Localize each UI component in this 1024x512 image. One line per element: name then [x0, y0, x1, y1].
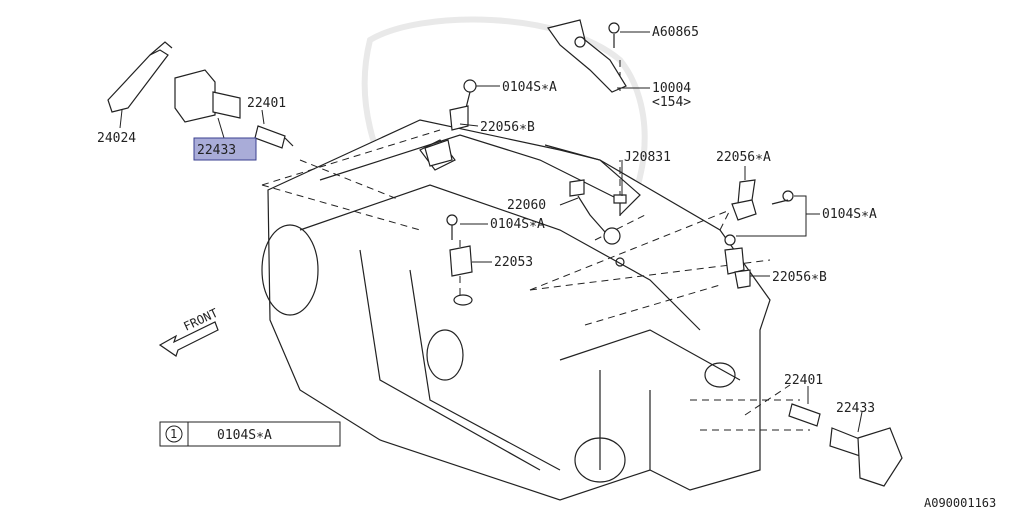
legend-box: 1 0104S∗A — [159, 421, 341, 447]
label-24024[interactable]: 24024 — [97, 131, 136, 146]
label-10004[interactable]: 10004 — [652, 81, 691, 96]
label-j20831[interactable]: J20831 — [624, 150, 671, 165]
sensor-22056a — [731, 179, 794, 221]
ignition-coil-top — [174, 69, 241, 123]
diagram-id: A090001163 — [924, 496, 996, 510]
sensor-22056b-right — [724, 234, 751, 289]
engine-block — [261, 119, 771, 501]
coil-bracket-24024 — [107, 41, 173, 113]
sensor-22053 — [446, 214, 473, 306]
label-22060[interactable]: 22060 — [507, 198, 546, 213]
bracket-10004 — [547, 19, 627, 93]
label-0104sa-top[interactable]: 0104S∗A — [502, 80, 557, 95]
legend-number-circle — [165, 425, 183, 443]
leader-lines — [119, 31, 863, 433]
label-154[interactable]: <154> — [652, 95, 691, 110]
label-22401-top[interactable]: 22401 — [247, 96, 286, 111]
legend-number: 1 — [170, 427, 177, 441]
ignition-coil-bottom — [829, 427, 903, 487]
label-22056b-top[interactable]: 22056∗B — [480, 120, 535, 135]
front-arrow — [158, 321, 219, 357]
label-22401-bottom[interactable]: 22401 — [784, 373, 823, 388]
spark-plug-bottom — [788, 403, 821, 427]
label-22056a[interactable]: 22056∗A — [716, 150, 771, 165]
label-22053[interactable]: 22053 — [494, 255, 533, 270]
label-0104sa-right[interactable]: 0104S∗A — [822, 207, 877, 222]
label-0104sa-center[interactable]: 0104S∗A — [490, 217, 545, 232]
dashed-guides — [261, 60, 810, 431]
label-22433-top[interactable]: 22433 — [197, 143, 236, 158]
spark-plug-top — [254, 125, 294, 149]
label-22433-bottom[interactable]: 22433 — [836, 401, 875, 416]
label-a60865[interactable]: A60865 — [652, 25, 699, 40]
sensor-22060 — [569, 179, 625, 267]
label-22056b-right[interactable]: 22056∗B — [772, 270, 827, 285]
legend-part-number[interactable]: 0104S∗A — [217, 428, 272, 443]
part-22433-highlight — [193, 137, 257, 161]
